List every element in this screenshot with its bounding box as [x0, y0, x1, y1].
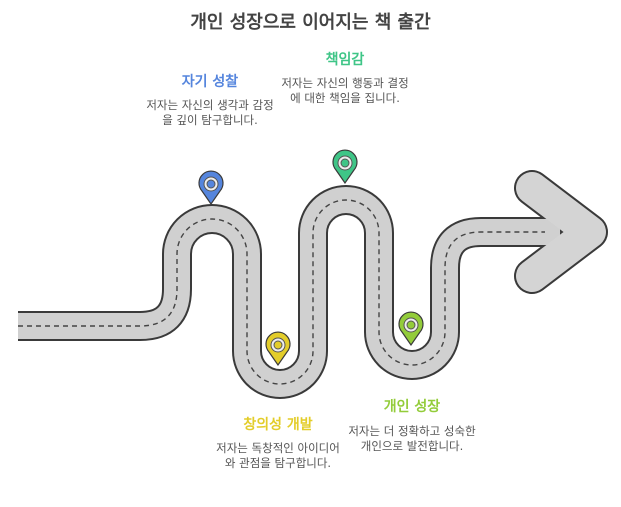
map-pin-icon — [265, 331, 291, 367]
step-label-personal-growth: 개인 성장 — [383, 399, 441, 415]
step-desc-creativity: 저자는 독창적인 아이디어와 관점을 탐구합니다. — [216, 441, 340, 470]
step-label-creativity: 창의성 개발 — [243, 417, 313, 433]
diagram-title: 개인 성장으로 이어지는 책 출간 — [190, 12, 431, 33]
step-desc-responsibility: 저자는 자신의 행동과 결정에 대한 책임을 집니다. — [281, 76, 409, 105]
road — [18, 170, 608, 399]
step-label-responsibility: 책임감 — [325, 52, 365, 68]
map-pin-icon — [198, 170, 224, 206]
map-pin-icon — [398, 311, 424, 347]
step-desc-self-reflection: 저자는 자신의 생각과 감정을 깊이 탐구합니다. — [146, 98, 274, 127]
step-desc-personal-growth: 저자는 더 정확하고 성숙한 개인으로 발전합니다. — [348, 424, 476, 453]
map-pin-icon — [332, 149, 358, 185]
step-label-self-reflection: 자기 성찰 — [181, 74, 239, 90]
